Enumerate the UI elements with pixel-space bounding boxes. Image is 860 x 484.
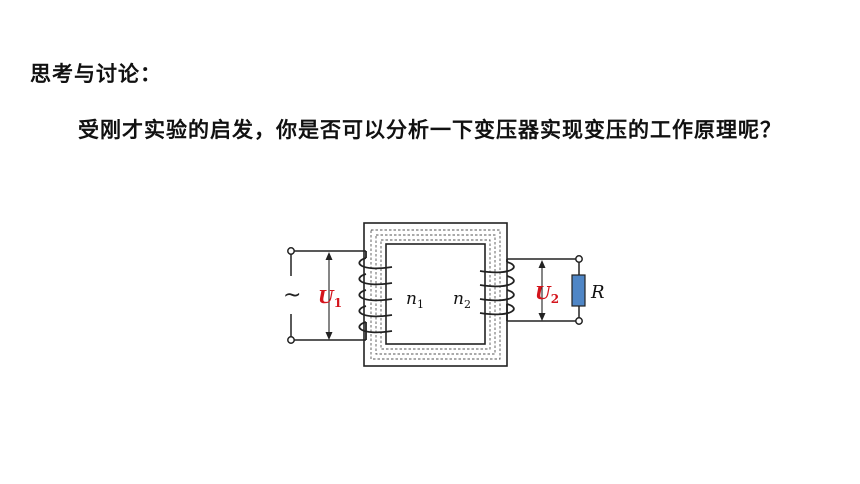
resistor-label: R — [590, 282, 605, 303]
secondary-turns-label: n2 — [453, 289, 471, 311]
iron-core — [363, 222, 508, 367]
question-text: 受刚才实验的启发，你是否可以分析一下变压器实现变压的工作原理呢？ — [78, 118, 782, 142]
load-resistor — [571, 274, 586, 307]
flux-lines — [370, 229, 501, 360]
primary-coil — [358, 251, 393, 340]
primary-voltage-label: U1 — [318, 287, 342, 310]
secondary-circuit — [507, 255, 583, 325]
secondary-coil — [479, 259, 515, 321]
secondary-voltage-label: U2 — [535, 283, 559, 306]
core-outer-edge — [363, 222, 508, 367]
terminal-bottom-right — [575, 317, 583, 325]
u2-arrow — [538, 260, 546, 321]
u1-arrow — [325, 252, 333, 340]
terminal-top-right — [575, 255, 583, 263]
primary-circuit — [287, 247, 366, 344]
section-heading: 思考与讨论： — [30, 62, 162, 86]
ac-source-symbol: ~ — [283, 283, 301, 308]
core-inner-edge — [385, 243, 486, 345]
terminal-bottom-left — [287, 336, 295, 344]
primary-turns-label: n1 — [406, 289, 424, 311]
terminal-top-left — [287, 247, 295, 255]
